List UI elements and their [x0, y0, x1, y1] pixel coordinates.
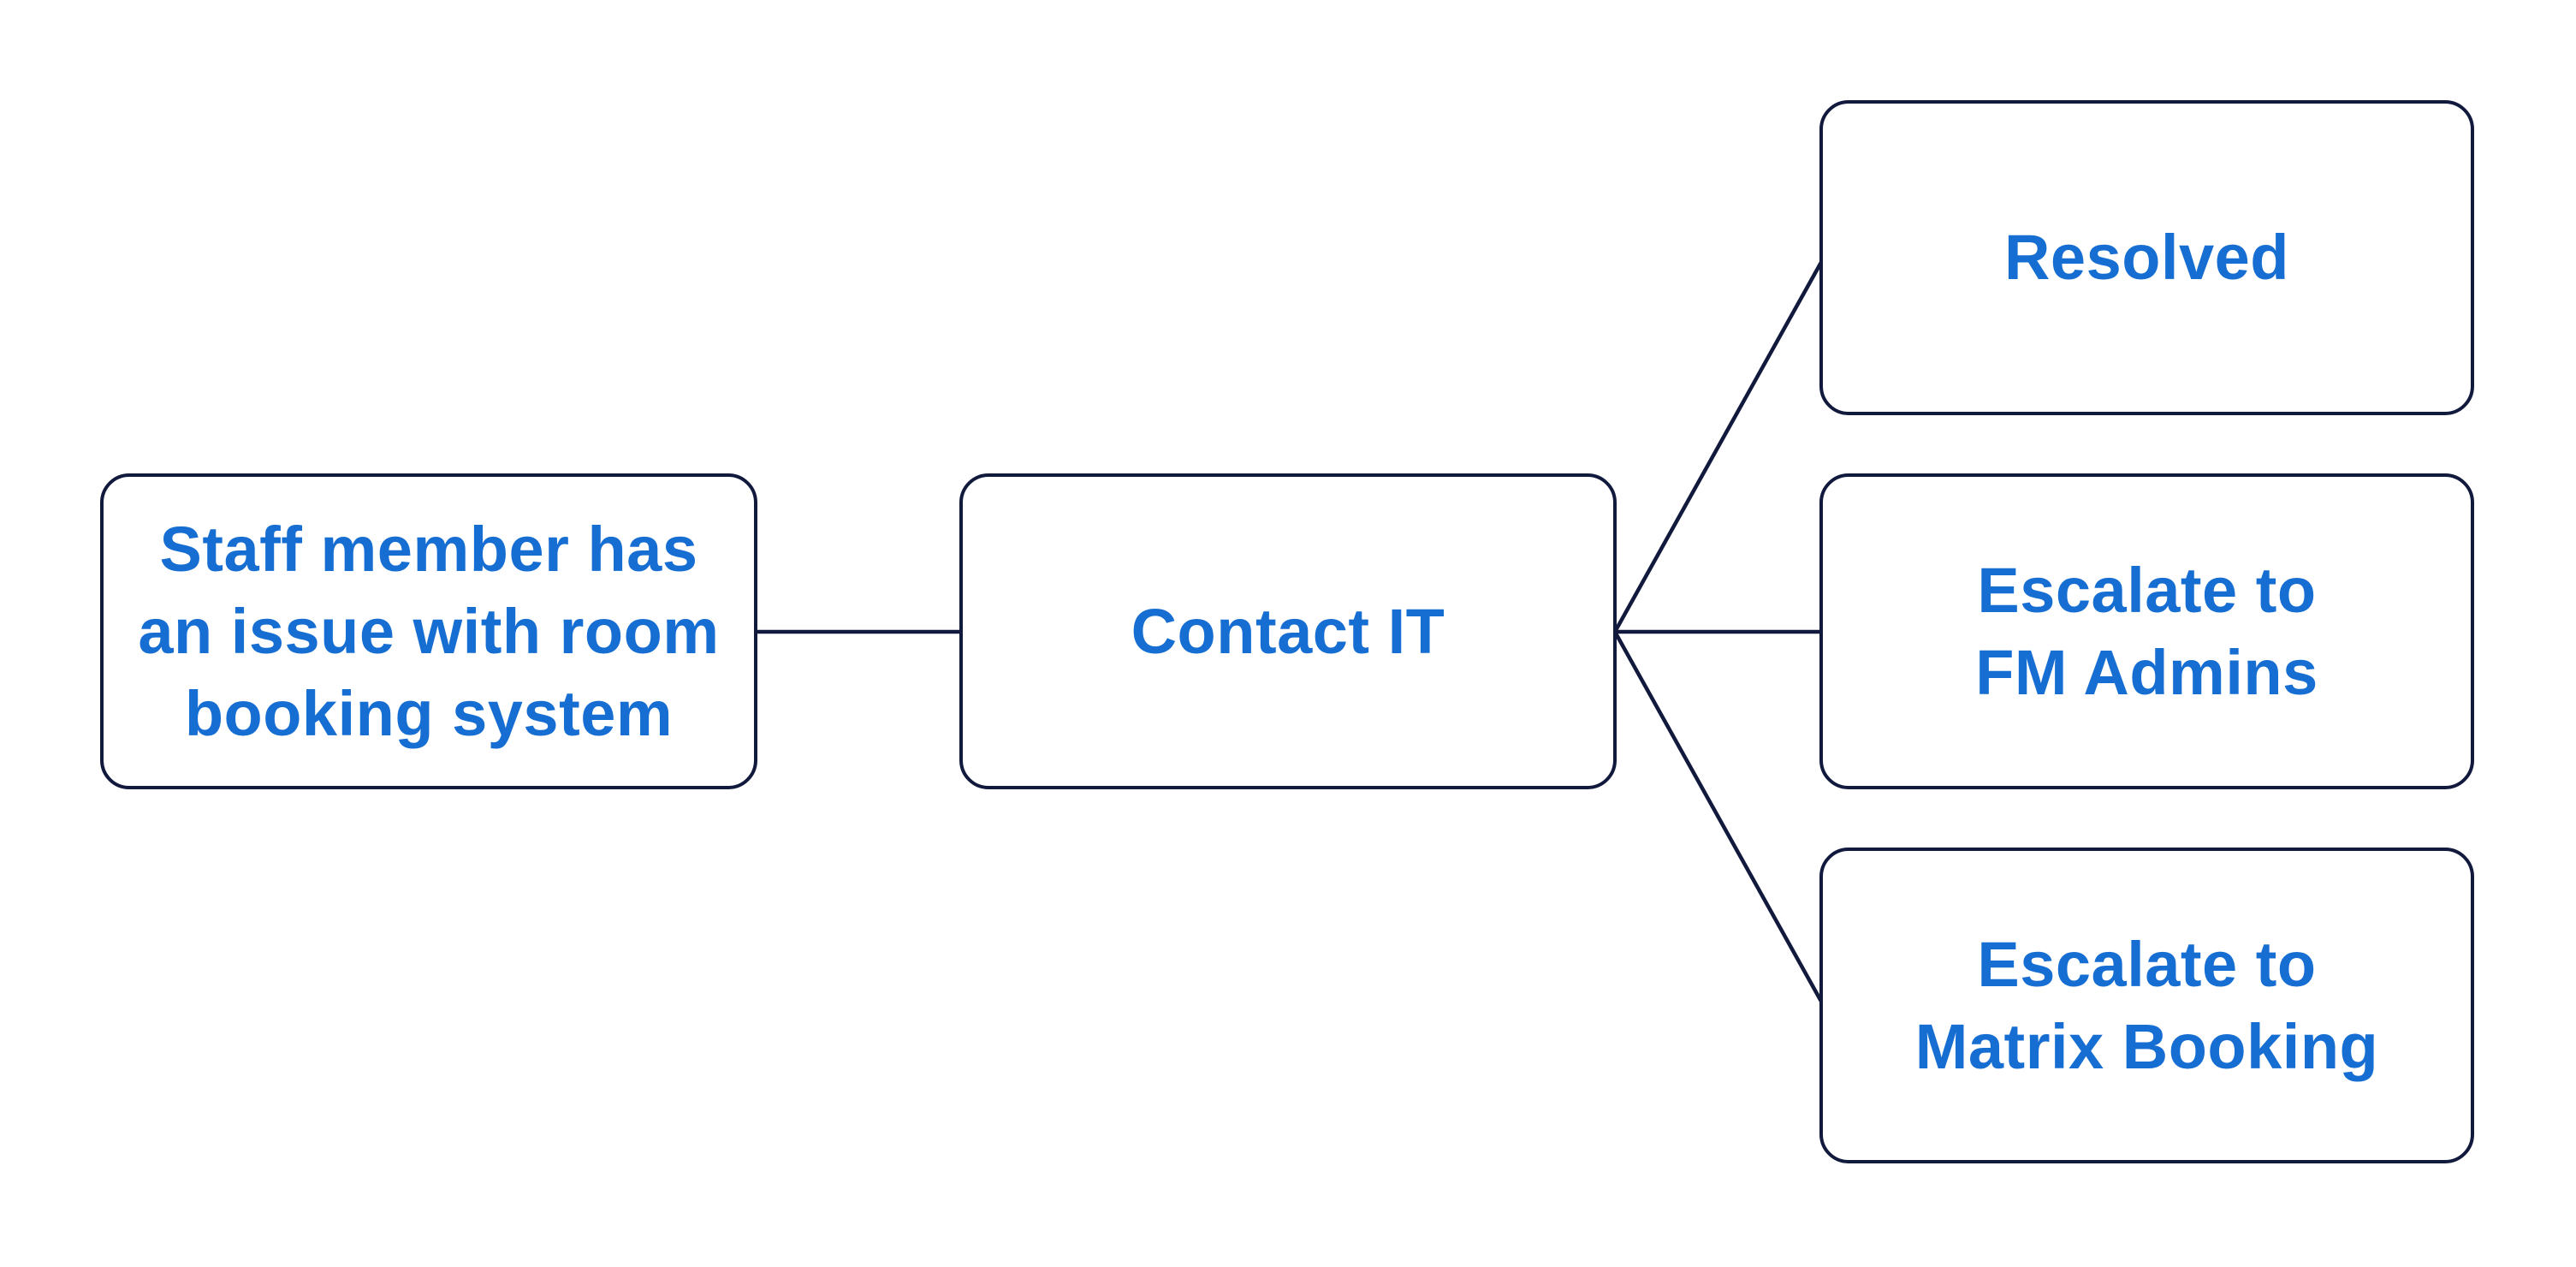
- edge-contact-it-to-resolved: [1613, 256, 1825, 634]
- node-label-line: an issue with room: [138, 595, 720, 667]
- node-label-line: Escalate to: [1977, 928, 2317, 1000]
- edge-contact-it-to-matrix-booking: [1613, 630, 1825, 1008]
- node-resolved: Resolved: [1819, 100, 2474, 415]
- node-contact-it: Contact IT: [959, 473, 1617, 789]
- node-label-line: Escalate to: [1977, 554, 2317, 626]
- node-escalate-matrix-booking: Escalate to Matrix Booking: [1819, 848, 2474, 1163]
- node-label-line: Matrix Booking: [1914, 1010, 2379, 1082]
- node-label-line: Staff member has: [159, 513, 698, 585]
- node-label-line: booking system: [184, 677, 674, 749]
- node-label-line: Contact IT: [1131, 595, 1445, 667]
- node-label-line: Resolved: [2003, 222, 2290, 293]
- node-label-line: FM Admins: [1975, 636, 2318, 708]
- node-escalate-fm-admins: Escalate to FM Admins: [1819, 473, 2474, 789]
- node-start: Staff member has an issue with room book…: [100, 473, 757, 789]
